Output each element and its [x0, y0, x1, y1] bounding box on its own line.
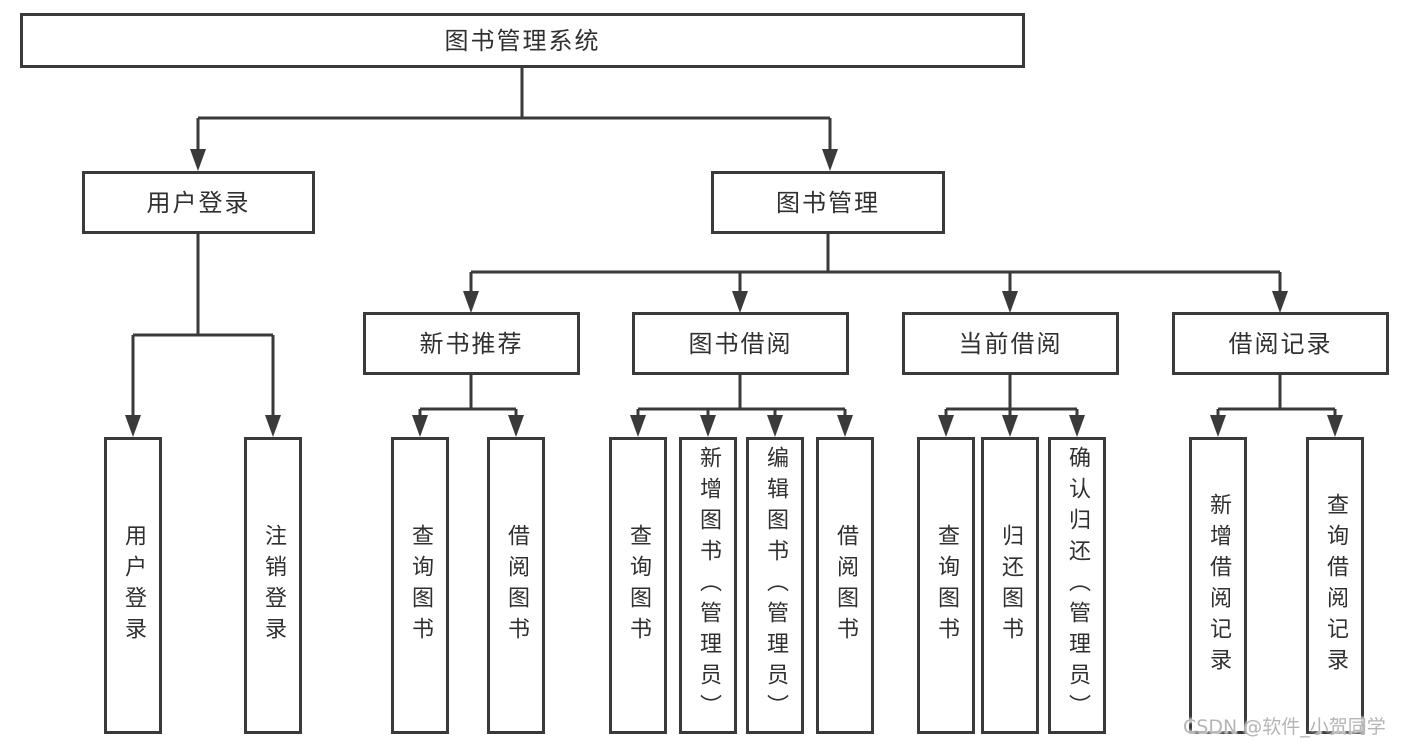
- node-book-borrow-label: 图书借阅: [688, 329, 793, 358]
- leaf-nb-query-book: 查询图书: [391, 437, 449, 734]
- leaf-cb-confirm-return-admin-label: 确认归还（管理员）: [1065, 446, 1090, 725]
- node-current-borrow: 当前借阅: [902, 312, 1119, 375]
- node-current-borrow-label: 当前借阅: [958, 329, 1063, 358]
- node-library-system-label: 图书管理系统: [444, 26, 601, 55]
- leaf-bb-query-book-label: 查询图书: [626, 523, 651, 648]
- leaf-br-query-record-label: 查询借阅记录: [1323, 492, 1348, 679]
- leaf-nb-borrow-book: 借阅图书: [487, 437, 545, 734]
- leaf-cb-return-book: 归还图书: [981, 437, 1039, 734]
- node-book-borrow: 图书借阅: [632, 312, 849, 375]
- node-new-book-recommend: 新书推荐: [363, 312, 580, 375]
- leaf-nb-query-book-label: 查询图书: [408, 523, 433, 648]
- leaf-cb-confirm-return-admin: 确认归还（管理员）: [1048, 437, 1106, 734]
- leaf-logout-label: 注销登录: [261, 523, 286, 648]
- leaf-bb-add-book-admin: 新增图书（管理员）: [679, 437, 737, 734]
- leaf-bb-query-book: 查询图书: [609, 437, 667, 734]
- leaf-bb-borrow-book-label: 借阅图书: [833, 523, 858, 648]
- node-library-system: 图书管理系统: [20, 13, 1025, 68]
- node-borrow-records-label: 借阅记录: [1228, 329, 1333, 358]
- node-new-book-recommend-label: 新书推荐: [419, 329, 524, 358]
- leaf-br-add-record: 新增借阅记录: [1189, 437, 1247, 734]
- leaf-bb-add-book-admin-label: 新增图书（管理员）: [696, 446, 721, 725]
- leaf-logout: 注销登录: [244, 437, 302, 734]
- leaf-cb-query-book: 查询图书: [917, 437, 975, 734]
- leaf-user-login-label: 用户登录: [121, 523, 146, 648]
- node-user-login: 用户登录: [82, 171, 315, 234]
- leaf-br-query-record: 查询借阅记录: [1306, 437, 1364, 734]
- leaf-bb-edit-book-admin: 编辑图书（管理员）: [746, 437, 804, 734]
- node-borrow-records: 借阅记录: [1172, 312, 1389, 375]
- leaf-cb-return-book-label: 归还图书: [998, 523, 1023, 648]
- leaf-user-login: 用户登录: [104, 437, 162, 734]
- node-book-management-label: 图书管理: [776, 188, 880, 217]
- node-book-management: 图书管理: [711, 171, 945, 234]
- leaf-cb-query-book-label: 查询图书: [934, 523, 959, 648]
- node-user-login-label: 用户登录: [146, 188, 251, 217]
- leaf-nb-borrow-book-label: 借阅图书: [504, 523, 529, 648]
- leaf-bb-borrow-book: 借阅图书: [816, 437, 874, 734]
- leaf-bb-edit-book-admin-label: 编辑图书（管理员）: [763, 446, 788, 725]
- watermark-text: CSDN @软件_小贺同学: [1183, 716, 1386, 738]
- leaf-br-add-record-label: 新增借阅记录: [1206, 492, 1231, 679]
